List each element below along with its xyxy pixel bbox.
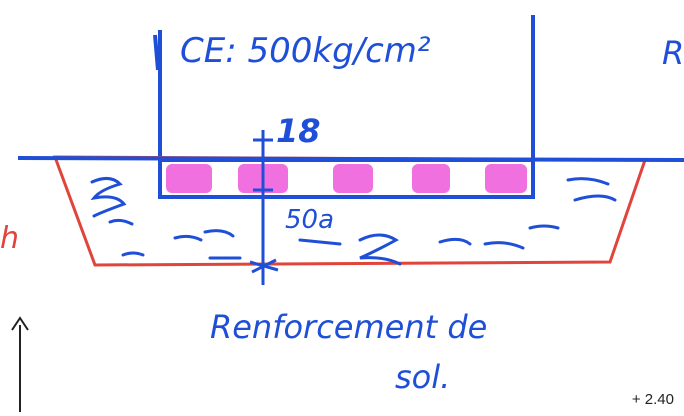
left-marker-arrow <box>11 316 29 331</box>
soil-depth-label: 50a <box>285 205 334 235</box>
left-margin-red-text: h <box>0 221 19 256</box>
caption-line-1: Renforcement de <box>210 308 487 346</box>
foundation-slab <box>158 158 535 199</box>
slab-hatching <box>166 164 527 193</box>
dimension-tick-bottom-b <box>251 258 277 274</box>
soil-hatching <box>90 177 617 266</box>
caption-line-2: sol. <box>395 358 450 396</box>
load-capacity-label: CE: 500kg/cm² <box>180 31 431 71</box>
title-bracket <box>153 34 160 71</box>
right-margin-text: R <box>662 34 684 72</box>
bottom-right-value: + 2.40 <box>631 391 674 408</box>
thickness-label: 18 <box>276 112 321 150</box>
